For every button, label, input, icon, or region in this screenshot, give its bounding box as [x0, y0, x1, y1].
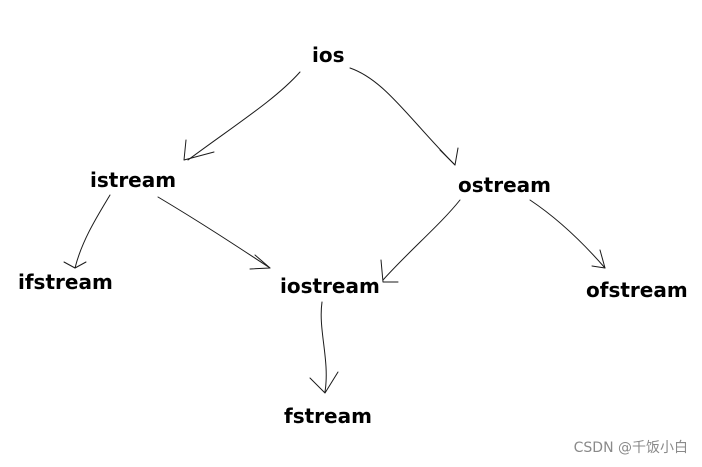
edge-ios-ostream [349, 67, 456, 166]
arrowhead-istream-ifstream [63, 261, 87, 269]
node-ios: ios [312, 43, 345, 67]
arrowhead-iostream-fstream [309, 371, 339, 394]
edge-istream-ifstream [74, 194, 111, 269]
watermark-text: CSDN @千饭小白 [573, 440, 688, 456]
edge-iostream-fstream [320, 301, 327, 393]
edge-ostream-iostream [382, 199, 461, 281]
edge-ostream-ofstream [529, 199, 606, 269]
node-ifstream: ifstream [18, 270, 113, 294]
node-ostream: ostream [458, 173, 551, 197]
arrowhead-ostream-ofstream [591, 249, 606, 269]
node-iostream: iostream [280, 274, 380, 298]
node-istream: istream [90, 168, 177, 192]
edge-ios-istream [187, 71, 301, 161]
node-ofstream: ofstream [586, 278, 688, 302]
arrowhead-ostream-iostream [380, 259, 399, 283]
arrowhead-ios-ostream [439, 147, 459, 166]
arrowhead-istream-iostream [249, 254, 271, 270]
edge-istream-iostream [157, 196, 271, 269]
arrowhead-ios-istream [183, 139, 215, 161]
node-fstream: fstream [284, 404, 372, 428]
